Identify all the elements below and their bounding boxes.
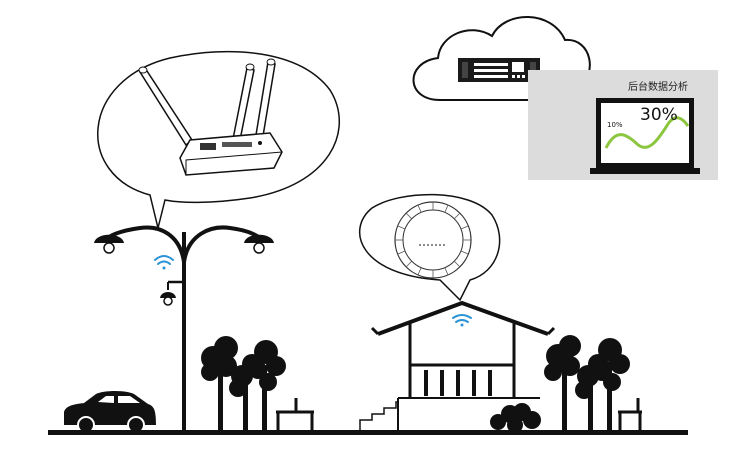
ground-line [48, 430, 688, 435]
small-percent-label: 10% [607, 121, 623, 129]
big-percent-label: 30% [640, 105, 678, 125]
trend-line [604, 116, 690, 149]
house-wifi-signal-icon [452, 314, 472, 327]
street-lamp [106, 225, 262, 432]
ceiling-access-point-icon [394, 201, 472, 279]
house [359, 300, 556, 432]
panel-title: 后台数据分析 [628, 80, 688, 93]
router-icon [138, 58, 283, 176]
bench-left [276, 398, 314, 432]
monitor-icon [590, 98, 700, 174]
tree-cluster-left [201, 336, 286, 432]
lamp-head-right [244, 234, 274, 254]
bench-right [618, 398, 642, 432]
car-icon [64, 391, 156, 434]
lamp-head-small [160, 282, 176, 306]
data-analysis-panel: 后台数据分析 30% 10% [528, 70, 718, 180]
bush [490, 403, 541, 433]
tree-cluster-right [544, 335, 630, 432]
rack-server-icon [458, 58, 540, 82]
lamp-head-left [94, 234, 124, 254]
wifi-signal-icon [154, 255, 174, 270]
